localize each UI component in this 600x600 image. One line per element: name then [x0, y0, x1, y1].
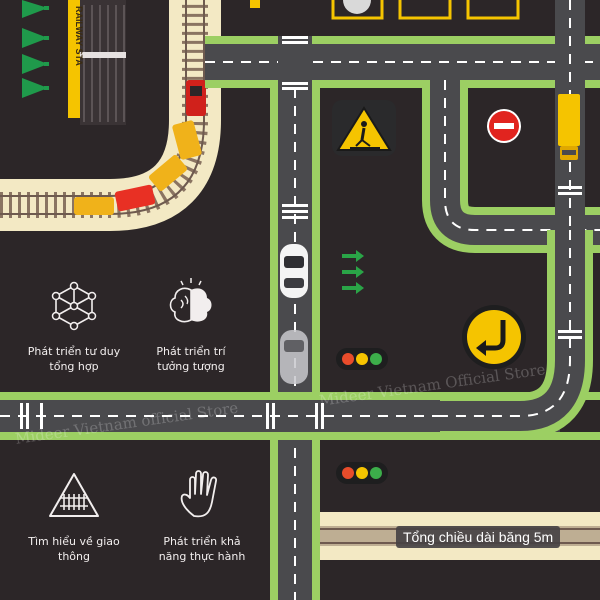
white-car [280, 244, 308, 298]
small-vehicle [250, 0, 260, 8]
roundabout [343, 0, 371, 14]
direction-arrows-icon [342, 250, 364, 294]
feature-label: năng thực hành [158, 550, 246, 563]
turn-sign-icon [462, 305, 526, 369]
feature-label: Phát triển trí [156, 345, 226, 358]
station-sign: RAILWAY STA [74, 6, 84, 66]
feature-label: thông [58, 550, 90, 563]
middle-road [270, 36, 320, 600]
silver-car [280, 330, 308, 384]
feature-synthesis: Phát triển tư duy tổng hợp [14, 276, 134, 374]
right-loop-road [422, 0, 600, 439]
traffic-light-icon [336, 348, 388, 370]
crosswalks [20, 36, 582, 429]
train [74, 80, 206, 215]
length-badge: Tổng chiều dài băng 5m [396, 526, 561, 548]
top-road [205, 36, 600, 88]
no-entry-sign-icon [487, 109, 521, 143]
feature-practice: Phát triển khả năng thực hành [142, 466, 262, 564]
feature-label: tưởng tượng [157, 360, 225, 373]
feature-label: Tìm hiểu về giao [28, 535, 120, 548]
feature-label: Phát triển tư duy [27, 345, 121, 358]
pedestrian-crossing-sign-icon [332, 100, 396, 156]
yellow-truck [558, 94, 580, 160]
trees [22, 0, 49, 98]
feature-label: tổng hợp [49, 360, 99, 373]
cube-network-icon [51, 281, 97, 331]
feature-traffic: Tìm hiểu về giao thông [14, 466, 134, 564]
feature-label: Phát triển khả [163, 535, 241, 548]
railway-station: RAILWAY STA [68, 0, 126, 125]
feature-imagination: Phát triển trí tưởng tượng [131, 276, 251, 374]
hand-icon [180, 470, 218, 518]
parking-spots [331, 0, 520, 20]
brain-icon [169, 278, 212, 323]
traffic-light-icon [336, 462, 388, 484]
railroad-crossing-icon [49, 473, 99, 517]
